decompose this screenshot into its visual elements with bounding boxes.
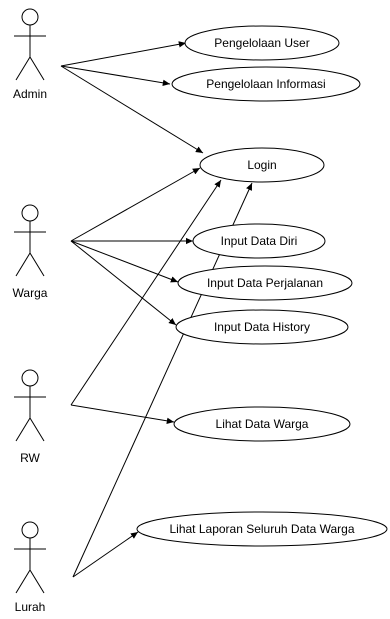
use-case-input-data-diri: Input Data Diri bbox=[192, 223, 326, 259]
use-case-pengelolaan-user: Pengelolaan User bbox=[184, 25, 340, 61]
actor-warga: Warga bbox=[13, 204, 48, 300]
use-case-label-lihat-data-warga: Lihat Data Warga bbox=[216, 417, 309, 431]
assoc-lurah-lihat-laporan bbox=[72, 531, 139, 578]
assoc-warga-login bbox=[70, 167, 201, 242]
actor-rw: RW bbox=[14, 369, 46, 465]
actor-label-warga: Warga bbox=[13, 286, 48, 300]
use-case-lihat-data-warga: Lihat Data Warga bbox=[173, 406, 351, 442]
use-case-input-data-history: Input Data History bbox=[175, 309, 349, 345]
actor-label-lurah: Lurah bbox=[15, 600, 46, 614]
actor-lurah: Lurah bbox=[14, 521, 46, 614]
use-case-label-login: Login bbox=[247, 158, 276, 172]
assoc-warga-input-data-history bbox=[70, 240, 177, 326]
assoc-admin-pengelolaan-user bbox=[60, 41, 187, 67]
actor-label-rw: RW bbox=[20, 451, 40, 465]
assoc-rw-login bbox=[70, 179, 222, 406]
actor-label-admin: Admin bbox=[13, 87, 47, 101]
associations bbox=[60, 41, 253, 578]
use-case-label-input-data-diri: Input Data Diri bbox=[221, 234, 298, 248]
use-case-label-pengelolaan-user: Pengelolaan User bbox=[214, 36, 309, 50]
actor-admin: Admin bbox=[13, 8, 47, 101]
use-case-login: Login bbox=[199, 147, 325, 183]
use-case-input-data-perjalanan: Input Data Perjalanan bbox=[177, 265, 353, 301]
use-case-pengelolaan-informasi: Pengelolaan Informasi bbox=[171, 66, 361, 102]
use-case-label-pengelolaan-informasi: Pengelolaan Informasi bbox=[206, 77, 325, 91]
assoc-admin-login bbox=[60, 65, 204, 154]
use-case-label-input-data-perjalanan: Input Data Perjalanan bbox=[207, 276, 323, 290]
assoc-admin-pengelolaan-informasi bbox=[60, 65, 171, 86]
assoc-warga-input-data-perjalanan bbox=[70, 240, 179, 283]
use-case-lihat-laporan: Lihat Laporan Seluruh Data Warga bbox=[136, 511, 388, 547]
assoc-rw-lihat-data-warga bbox=[70, 404, 175, 424]
use-case-label-lihat-laporan: Lihat Laporan Seluruh Data Warga bbox=[169, 522, 354, 536]
use-case-label-input-data-history: Input Data History bbox=[214, 320, 310, 334]
